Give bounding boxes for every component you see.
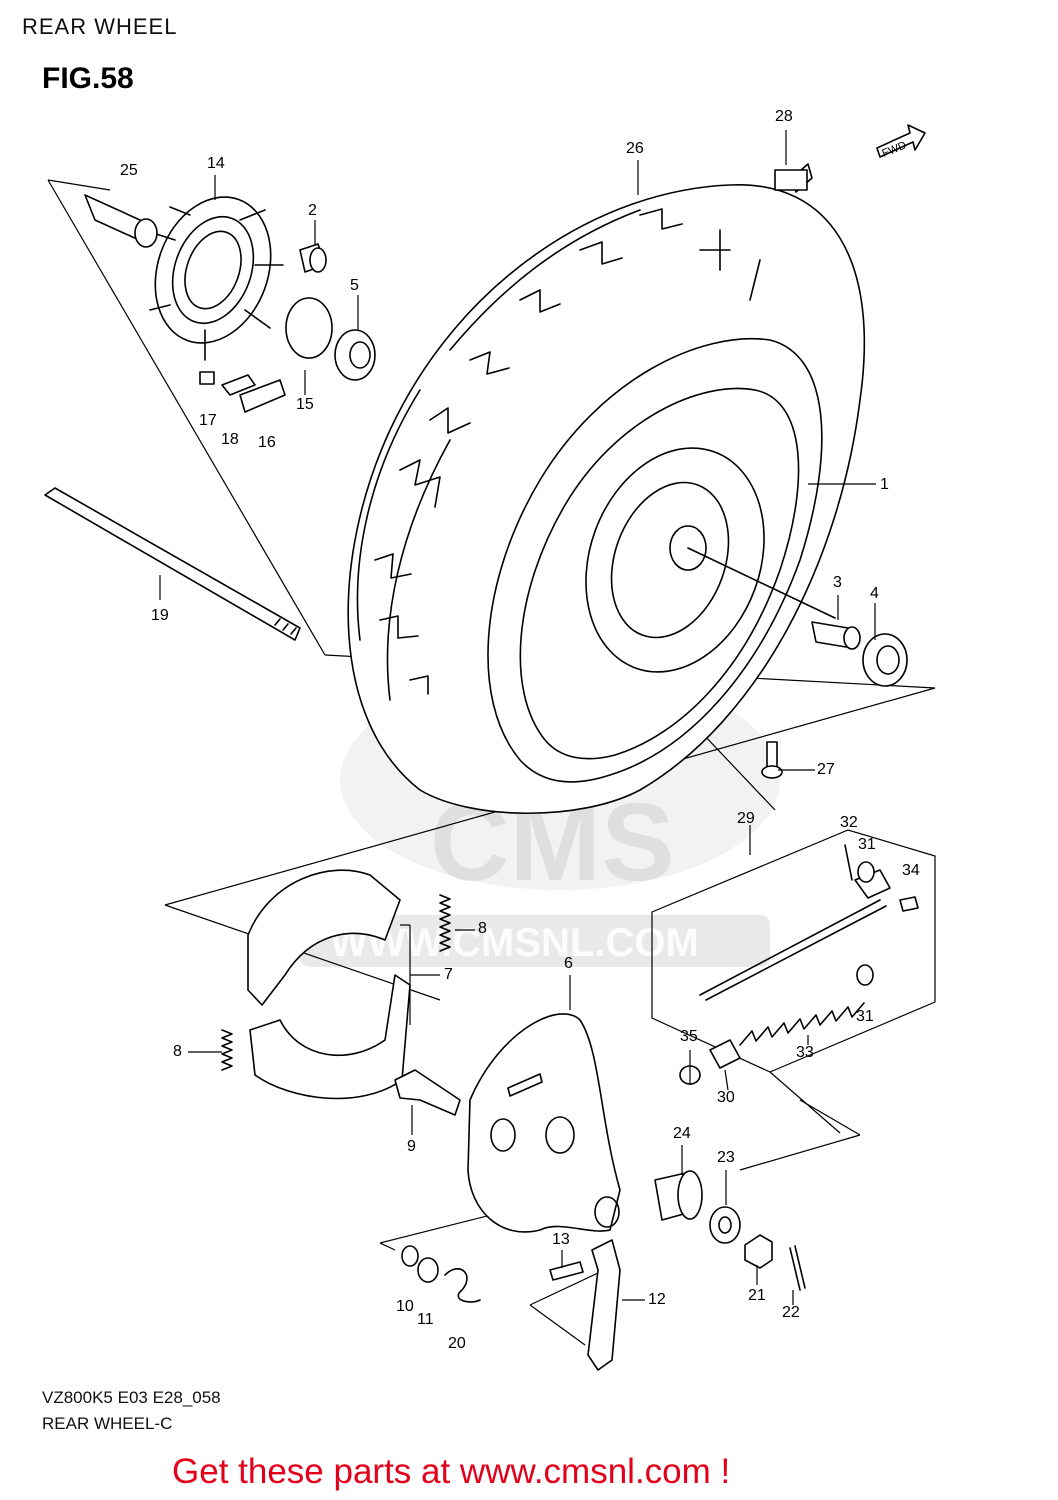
part-28-balance-weight: [774, 163, 813, 193]
callout-label: 17: [199, 412, 217, 429]
callout-label: 4: [870, 585, 879, 602]
callout-label: 6: [564, 955, 573, 972]
callout-label: 1: [880, 476, 889, 493]
callout-label: 13: [552, 1231, 570, 1248]
part-13-bolt: [549, 1261, 584, 1281]
callout-label: 9: [407, 1138, 416, 1155]
figure-number: FIG.58: [42, 62, 134, 95]
svg-text:WWW.CMSNL.COM: WWW.CMSNL.COM: [330, 921, 699, 965]
part-19-axle: [44, 487, 301, 641]
fwd-arrow-badge: FWD: [876, 124, 926, 160]
brake-linkage-box: [651, 829, 936, 1134]
label-leader-lines: [159, 130, 876, 1305]
part-3-spacer: [811, 621, 861, 650]
rear-tire-and-wheel: [347, 184, 866, 815]
hub-group-outline: [47, 179, 326, 656]
part-20-spring: [444, 1268, 481, 1303]
part-33-spring: [739, 1002, 865, 1046]
callout-label: 32: [840, 814, 858, 831]
diagram-code: VZ800K5 E03 E28_058: [42, 1388, 221, 1407]
part-25-spacer: [84, 194, 158, 248]
part-18-plate: [221, 374, 256, 396]
part-21-nut: [744, 1234, 773, 1269]
callout-label: 31: [858, 836, 876, 853]
callout-label: 15: [296, 396, 314, 413]
promo-link[interactable]: Get these parts at www.cmsnl.com !: [172, 1452, 731, 1491]
part-31-washer-lower: [856, 964, 874, 986]
callout-label: 28: [775, 108, 793, 125]
part-12-brake-arm: [587, 1239, 621, 1371]
callout-label: 30: [717, 1089, 735, 1106]
callout-label: 8: [478, 920, 487, 937]
part-2-damper: [299, 243, 327, 273]
callout-label: 20: [448, 1335, 466, 1352]
callout-label: 19: [151, 607, 169, 624]
callout-label: 23: [717, 1149, 735, 1166]
part-5-bearing: [334, 329, 376, 381]
callout-label: 14: [207, 155, 225, 172]
callout-label: 31: [856, 1008, 874, 1025]
part-14-hub: [149, 196, 284, 361]
diagram-caption: REAR WHEEL-C: [42, 1414, 173, 1433]
callout-label: 25: [120, 162, 138, 179]
callout-label: 27: [817, 761, 835, 778]
callout-label: 5: [350, 277, 359, 294]
part-10-circlip: [401, 1245, 419, 1267]
callout-label: 2: [308, 202, 317, 219]
callout-label: 8: [173, 1043, 182, 1060]
callout-label: 16: [258, 434, 276, 451]
part-24-collar: [654, 1170, 703, 1221]
part-32-pin: [844, 844, 853, 881]
part-22-cotter-pin: [789, 1245, 806, 1291]
callout-label: 11: [417, 1311, 434, 1328]
callout-label: 21: [748, 1287, 766, 1304]
part-16-plate: [239, 379, 286, 413]
callout-label: 10: [396, 1298, 414, 1315]
part-27-valve: [761, 741, 783, 779]
part-23-washer: [709, 1206, 741, 1244]
callout-label: 18: [221, 431, 239, 448]
callout-label: 22: [782, 1304, 800, 1321]
callout-label: 12: [648, 1291, 666, 1308]
callout-label: 35: [680, 1028, 698, 1045]
part-31-washer-upper: [857, 861, 875, 883]
callout-label: 3: [833, 574, 842, 591]
part-9-brake-cam: [394, 1069, 461, 1116]
part-4-bearing: [862, 633, 908, 687]
part-11-washer: [417, 1257, 439, 1283]
part-8-spring: [221, 894, 451, 1071]
part-30-joint: [709, 1039, 741, 1069]
part-15-o-ring: [285, 297, 333, 359]
callout-label: 33: [796, 1044, 814, 1061]
callout-label: 29: [737, 810, 755, 827]
part-34-bolt: [899, 896, 919, 912]
part-6-brake-panel: [467, 1013, 621, 1233]
callout-label: 24: [673, 1125, 691, 1142]
callout-label: 7: [444, 966, 453, 983]
svg-text:FWD: FWD: [880, 139, 908, 160]
part-7-brake-shoes: [247, 869, 411, 1100]
callout-label: 34: [902, 862, 920, 879]
part-17-bolt: [199, 371, 215, 385]
callout-label: 26: [626, 140, 644, 157]
page-header-title: REAR WHEEL: [22, 14, 178, 39]
